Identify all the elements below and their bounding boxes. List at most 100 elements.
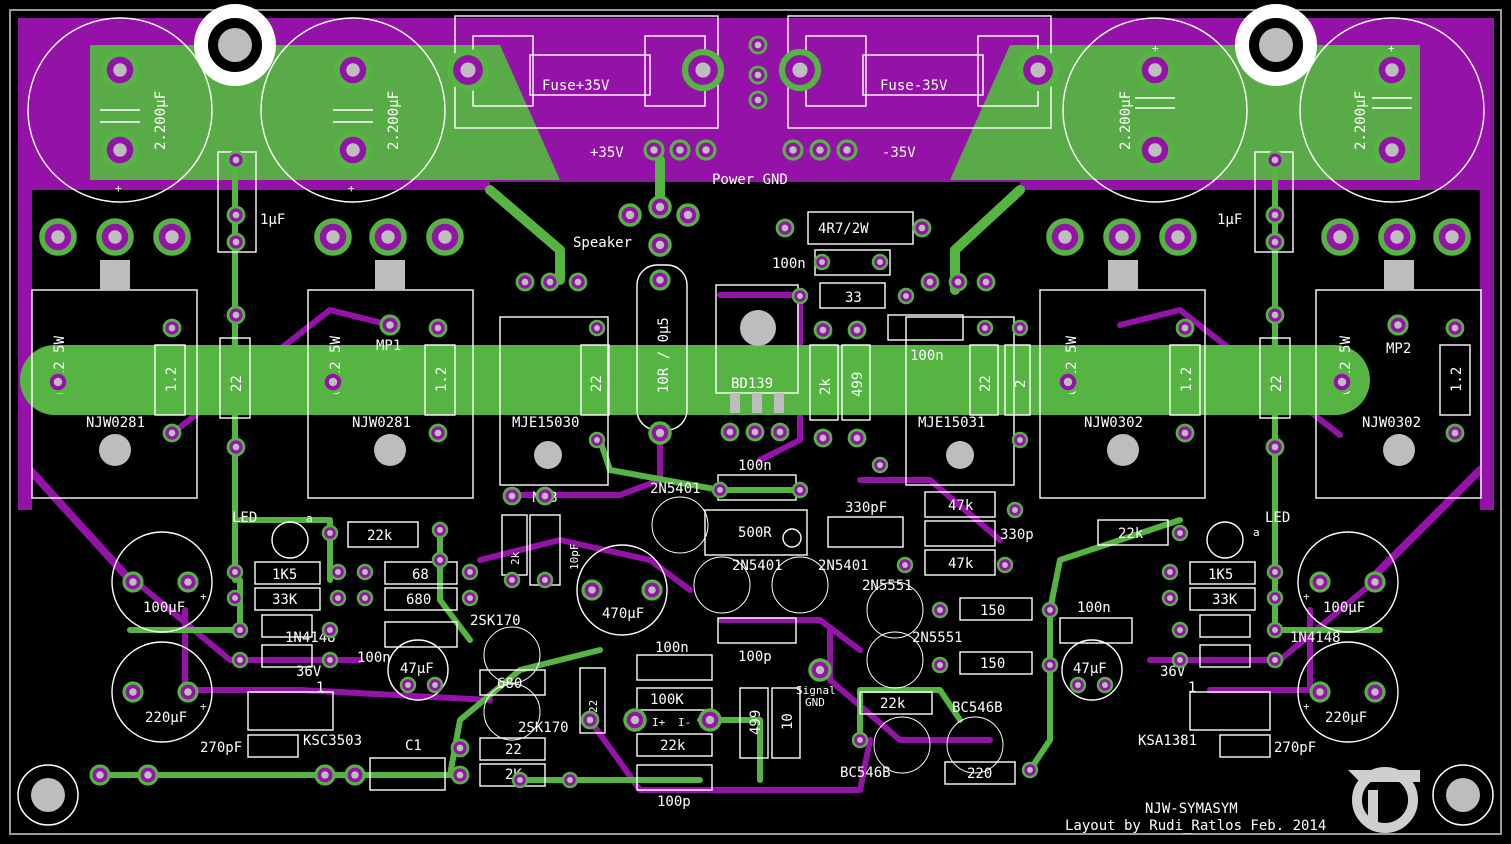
svg-text:BD139: BD139 [731, 376, 773, 392]
pad-hole [1177, 627, 1183, 633]
main-cap-4: + 2.200µF [1299, 17, 1485, 203]
svg-text:KSC3503: KSC3503 [303, 733, 362, 749]
pad-hole [362, 569, 368, 575]
svg-text:LED: LED [232, 510, 257, 526]
pad-hole [797, 487, 803, 493]
pad-hole [816, 146, 824, 154]
pad-hole [144, 771, 152, 779]
pad-hole [434, 324, 442, 332]
svg-text:680: 680 [406, 592, 431, 608]
svg-text:+: + [1152, 42, 1159, 55]
pad-hole [1177, 530, 1183, 536]
pad-hole [853, 326, 861, 334]
pad-hole [754, 71, 762, 79]
pad-hole [819, 434, 827, 442]
svg-text:22: 22 [587, 700, 600, 713]
pad-hole [546, 278, 554, 286]
svg-text:47µF: 47µF [1073, 661, 1107, 677]
svg-text:150: 150 [980, 603, 1005, 619]
svg-text:22k: 22k [880, 696, 906, 712]
pad-hole [542, 577, 548, 583]
svg-text:330pF: 330pF [845, 500, 887, 516]
svg-text:I+: I+ [652, 716, 666, 729]
pad-hole [232, 569, 238, 575]
pad-hole [926, 278, 934, 286]
pad-hole [1316, 688, 1324, 696]
svg-text:100n: 100n [655, 640, 689, 656]
pad-hole [819, 326, 827, 334]
pad-hole [877, 259, 883, 265]
pad-hole [1148, 143, 1162, 157]
svg-text:MJE15030: MJE15030 [512, 415, 579, 431]
svg-text:NJW0302: NJW0302 [1084, 415, 1143, 431]
svg-text:+: + [1303, 700, 1310, 713]
pad-hole [1171, 230, 1185, 244]
semiconductor-labels: 2N5401 2N5401 2N5401 2N5551 2N5551 2SK17… [232, 338, 1411, 781]
svg-text:100µF: 100µF [1323, 600, 1365, 616]
pad-hole [937, 607, 943, 613]
svg-text:1.2: 1.2 [1449, 367, 1465, 392]
svg-text:220: 220 [967, 766, 992, 782]
svg-text:100K: 100K [650, 692, 684, 708]
pad-hole [53, 377, 63, 387]
pad-hole [717, 487, 723, 493]
pad-hole [346, 143, 360, 157]
pad-hole [168, 324, 176, 332]
svg-text:KSA1381: KSA1381 [1138, 733, 1197, 749]
pad-hole [437, 527, 443, 533]
svg-text:2k: 2k [509, 551, 522, 565]
svg-text:1.2: 1.2 [164, 367, 180, 392]
pad-hole [656, 276, 664, 284]
svg-text:NJW0281: NJW0281 [86, 415, 145, 431]
pad-hole [1271, 311, 1279, 319]
pad-hole [815, 665, 825, 675]
cap-labels: 1µF 1µF 100n 100n 100n 100n 100n 100n 33… [111, 151, 1399, 810]
pad-hole [456, 744, 464, 752]
pad-hole [877, 462, 883, 468]
pad-hole [1167, 569, 1173, 575]
svg-text:a: a [306, 512, 313, 525]
svg-text:2.200µF: 2.200µF [386, 91, 402, 150]
pad-hole [335, 595, 341, 601]
pad-hole [1272, 627, 1278, 633]
svg-text:100n: 100n [772, 256, 806, 272]
svg-text:C1: C1 [405, 738, 422, 754]
svg-text:22: 22 [978, 375, 994, 392]
pad-hole [113, 63, 127, 77]
svg-text:NJW0302: NJW0302 [1362, 415, 1421, 431]
svg-text:+35V: +35V [590, 145, 624, 161]
svg-text:+: + [1303, 590, 1310, 603]
svg-text:Fuse+35V: Fuse+35V [542, 78, 610, 94]
pad-hole [1272, 569, 1278, 575]
svg-text:R: R [1380, 795, 1392, 814]
pad-hole [1371, 578, 1379, 586]
pad-hole [1451, 429, 1459, 437]
pad-hole [1181, 429, 1189, 437]
svg-text:2k: 2k [818, 378, 834, 395]
board-credit: Layout by Rudi_Ratlos Feb. 2014 [1065, 818, 1326, 834]
pad-hole [655, 240, 665, 250]
svg-text:36V: 36V [296, 664, 322, 680]
svg-text:330p: 330p [1000, 527, 1034, 543]
pad-hole [113, 143, 127, 157]
pad-hole [1047, 607, 1053, 613]
pad-hole [1385, 143, 1399, 157]
pad-hole [1017, 437, 1023, 443]
pad-hole [129, 578, 137, 586]
svg-text:10R / 0µ5: 10R / 0µ5 [656, 317, 672, 393]
pad-hole [541, 492, 549, 500]
svg-text:2N5551: 2N5551 [862, 578, 913, 594]
svg-text:2SK170: 2SK170 [518, 720, 569, 736]
pad-hole [1445, 230, 1459, 244]
pad-hole [327, 627, 333, 633]
svg-text:2N5401: 2N5401 [650, 481, 701, 497]
pad-hole [96, 771, 104, 779]
pad-hole [1027, 767, 1033, 773]
svg-text:22k: 22k [660, 738, 686, 754]
pad-hole [1271, 443, 1279, 451]
transistor-mje15030: MJE15030 [499, 316, 609, 486]
svg-text:Speaker: Speaker [573, 235, 632, 251]
pad-hole [438, 230, 452, 244]
svg-text:4R7/2W: 4R7/2W [818, 221, 869, 237]
